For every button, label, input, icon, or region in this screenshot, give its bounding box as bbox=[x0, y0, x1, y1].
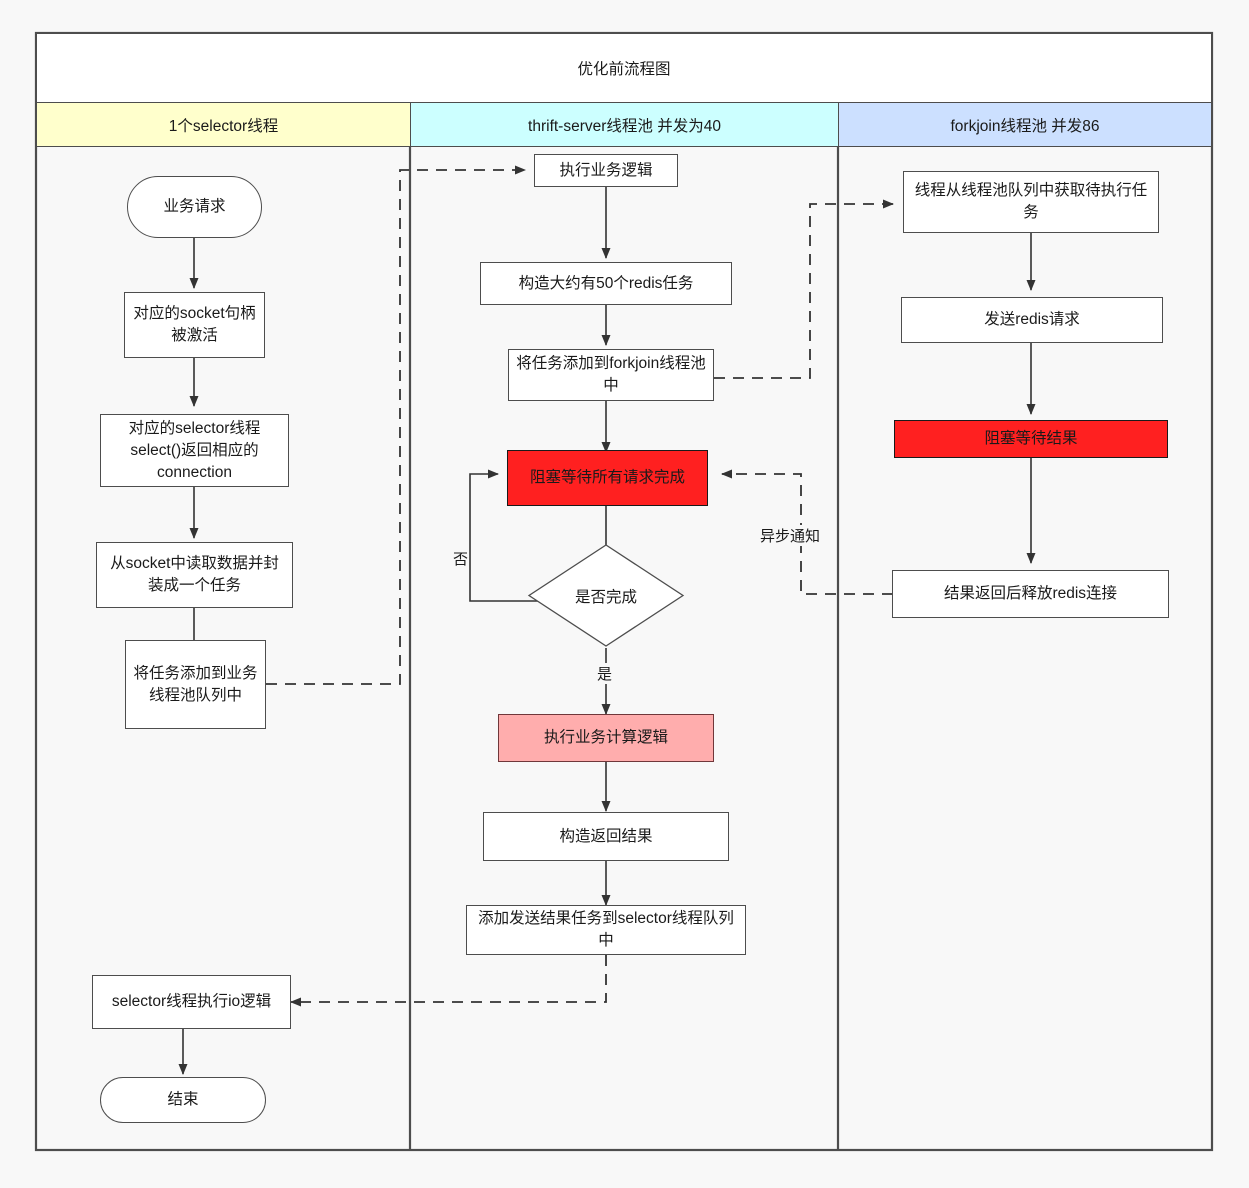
edge-label-async-notify: 异步通知 bbox=[759, 525, 822, 546]
node-add-to-forkjoin[interactable]: 将任务添加到forkjoin线程池中 bbox=[508, 349, 714, 401]
node-start-request[interactable]: 业务请求 bbox=[127, 176, 262, 238]
node-exec-compute[interactable]: 执行业务计算逻辑 bbox=[498, 714, 714, 762]
lane-header-thrift: thrift-server线程池 并发为40 bbox=[411, 103, 838, 146]
node-add-send-result[interactable]: 添加发送结果任务到selector线程队列中 bbox=[466, 905, 746, 955]
edge-label-yes: 是 bbox=[596, 663, 614, 684]
node-selector-io[interactable]: selector线程执行io逻辑 bbox=[92, 975, 291, 1029]
node-exec-biz-logic[interactable]: 执行业务逻辑 bbox=[534, 154, 678, 187]
node-enqueue-biz-pool[interactable]: 将任务添加到业务线程池队列中 bbox=[125, 640, 266, 729]
node-build-redis-tasks[interactable]: 构造大约有50个redis任务 bbox=[480, 262, 732, 305]
node-socket-activated[interactable]: 对应的socket句柄被激活 bbox=[124, 292, 265, 358]
diagram-title: 优化前流程图 bbox=[37, 34, 1211, 102]
node-block-wait-result[interactable]: 阻塞等待结果 bbox=[894, 420, 1168, 458]
node-send-redis[interactable]: 发送redis请求 bbox=[901, 297, 1163, 343]
lane-header-forkjoin: forkjoin线程池 并发86 bbox=[839, 103, 1211, 146]
lane-header-selector: 1个selector线程 bbox=[37, 103, 410, 146]
node-fetch-task[interactable]: 线程从线程池队列中获取待执行任务 bbox=[903, 171, 1159, 233]
edge-label-no: 否 bbox=[452, 548, 470, 569]
node-read-socket[interactable]: 从socket中读取数据并封装成一个任务 bbox=[96, 542, 293, 608]
node-block-wait-all[interactable]: 阻塞等待所有请求完成 bbox=[507, 450, 708, 506]
node-release-redis[interactable]: 结果返回后释放redis连接 bbox=[892, 570, 1169, 618]
diamond-shape bbox=[527, 544, 685, 647]
node-selector-returns[interactable]: 对应的selector线程select()返回相应的connection bbox=[100, 414, 289, 487]
node-end[interactable]: 结束 bbox=[100, 1077, 266, 1123]
node-decision-done[interactable]: 是否完成 bbox=[527, 543, 685, 648]
node-build-result[interactable]: 构造返回结果 bbox=[483, 812, 729, 861]
decision-label: 是否完成 bbox=[574, 588, 637, 606]
